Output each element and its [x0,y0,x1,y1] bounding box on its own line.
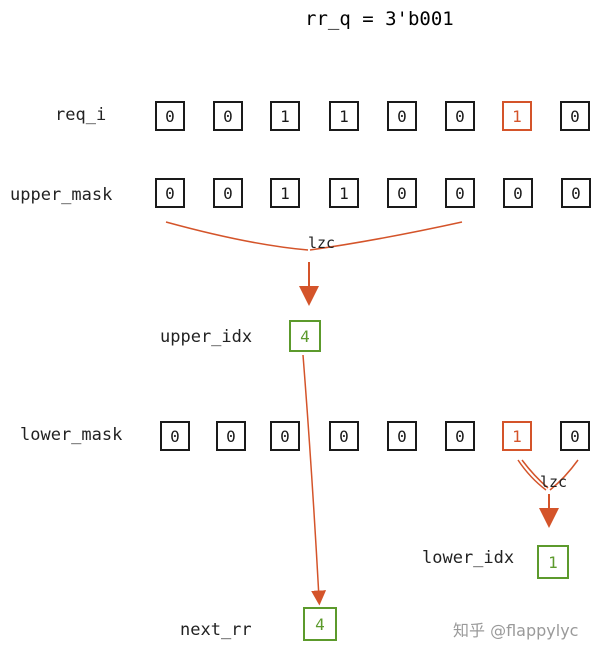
upper-mask-bit-0: 0 [561,178,591,208]
upper-lzc-left-curve [165,221,309,251]
upper-idx-value: 4 [289,320,321,352]
lower-idx-value: 1 [537,545,569,579]
next-rr-value: 4 [303,607,337,641]
lower-mask-bit-0: 0 [560,421,590,451]
upper-to-next-arrow [302,354,327,606]
upper-mask-bit-4: 1 [329,178,359,208]
upper-mask-bit-7: 0 [155,178,185,208]
upper-mask-bit-5: 1 [270,178,300,208]
lower-mask-bit-3: 0 [387,421,417,451]
lower-mask-bit-4: 0 [329,421,359,451]
upper-lzc-right-curve [309,221,463,251]
watermark: 知乎 @flappylyc [453,621,579,640]
lower-mask-bit-7: 0 [160,421,190,451]
req-i-bit-5: 1 [270,101,300,131]
lower-lzc-left-lines [517,459,549,491]
rr-q-title: rr_q = 3'b001 [305,8,454,30]
req-i-bit-0: 0 [560,101,590,131]
req-i-bit-1: 1 [502,101,532,131]
req-i-bit-2: 0 [445,101,475,131]
req-i-bit-7: 0 [155,101,185,131]
req-i-bit-3: 0 [387,101,417,131]
lower-mask-bit-2: 0 [445,421,475,451]
lower-lzc-right-line [549,459,579,491]
next-rr-label: next_rr [180,620,252,640]
upper-mask-bit-2: 0 [445,178,475,208]
lower-idx-label: lower_idx [422,548,515,568]
upper-mask-bit-1: 0 [503,178,533,208]
upper-mask-bit-6: 0 [213,178,243,208]
req-i-label: req_i [55,105,107,125]
lower-mask-bit-5: 0 [270,421,300,451]
upper-mask-bit-3: 0 [387,178,417,208]
upper-mask-label: upper_mask [10,185,113,205]
lower-mask-bit-1: 1 [502,421,532,451]
req-i-bit-4: 1 [329,101,359,131]
req-i-bit-6: 0 [213,101,243,131]
lower-mask-label: lower_mask [20,425,123,445]
lower-mask-bit-6: 0 [216,421,246,451]
upper-idx-label: upper_idx [160,327,253,347]
lower-lzc-label: lzc [540,473,568,491]
upper-lzc-label: lzc [308,234,336,252]
